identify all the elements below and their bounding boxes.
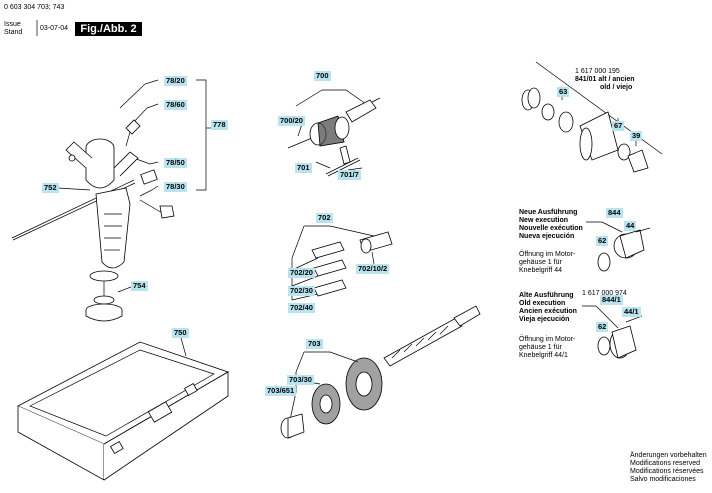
callout-703-651: 703/651 [265, 386, 297, 396]
new-execution-opening-line: Knebelgriff 44 [519, 267, 563, 274]
new-execution-line: New execution [519, 217, 569, 224]
new-execution-line: Nouvelle exécution [519, 225, 583, 232]
callout-78-30: 78/30 [164, 182, 187, 192]
old-execution-line: Alte Ausführung [519, 292, 574, 299]
callout-62-old: 62 [596, 322, 609, 332]
document-number: 0 603 304 703; 743 [4, 4, 65, 11]
chuck-part-number: 1 617 000 195 [575, 68, 620, 75]
stand-label: Stand [4, 29, 23, 36]
callout-63: 63 [557, 87, 570, 97]
callout-778: 778 [211, 120, 228, 130]
callout-752: 752 [42, 183, 59, 193]
chuck-note-line-2: old / viejo [600, 84, 633, 91]
callout-39: 39 [630, 131, 643, 141]
callout-700: 700 [314, 71, 331, 81]
old-execution-line: Old execution [519, 300, 566, 307]
callout-844: 844 [606, 208, 623, 218]
sds-bit-set [291, 225, 393, 301]
callout-754: 754 [131, 281, 148, 291]
callout-67: 67 [612, 121, 625, 131]
callout-844-1: 844/1 [600, 295, 623, 305]
callout-703-30: 703/30 [287, 375, 314, 385]
old-execution-part-number: 1 617 000 974 [582, 290, 627, 297]
callout-702-20: 702/20 [288, 268, 315, 278]
callout-750: 750 [172, 328, 189, 338]
new-execution-line: Neue Ausführung [519, 209, 578, 216]
callout-701-7: 701/7 [338, 170, 361, 180]
callout-44: 44 [624, 221, 637, 231]
callout-702-30: 702/30 [288, 286, 315, 296]
callout-62-new: 62 [596, 236, 609, 246]
callout-701: 701 [295, 163, 312, 173]
new-execution-opening-line: gehäuse 1 für [519, 259, 562, 266]
callout-702-10-2: 702/10/2 [356, 264, 390, 274]
callout-78-20: 78/20 [164, 76, 187, 86]
old-execution-opening-line: gehäuse 1 für [519, 344, 562, 351]
callout-702: 702 [316, 213, 333, 223]
footer-line: Änderungen vorbehalten [630, 452, 707, 459]
chuck-adapter-set [280, 351, 383, 439]
callout-703: 703 [306, 339, 323, 349]
callout-700-20: 700/20 [278, 116, 305, 126]
callout-78-60: 78/60 [164, 100, 187, 110]
new-execution-opening-line: Öffnung im Motor- [519, 251, 576, 258]
sds-chuck-detail [521, 61, 663, 173]
side-handle-assembly [11, 79, 215, 322]
old-execution-opening-line: Öffnung im Motor- [519, 336, 576, 343]
issue-date: 03-07-04 [40, 25, 69, 32]
issue-label: Issue [4, 21, 21, 28]
footer-line: Modifications reserved [630, 460, 701, 467]
new-execution-line: Nueva ejecución [519, 233, 575, 240]
old-execution-line: Vieja ejecución [519, 316, 570, 323]
carrying-case [17, 337, 229, 481]
callout-702-40: 702/40 [288, 303, 315, 313]
old-execution-detail [582, 305, 643, 359]
drill-bit [383, 305, 481, 367]
old-execution-line: Ancien exécution [519, 308, 577, 315]
old-execution-opening-line: Knebelgriff 44/1 [519, 352, 568, 359]
footer-line: Modifications réservées [630, 468, 704, 475]
keyed-chuck-assembly [287, 89, 381, 177]
chuck-note-line-1: 841/01 alt / ancien [575, 76, 635, 83]
callout-78-50: 78/50 [164, 158, 187, 168]
figure-label: Fig./Abb. 2 [75, 22, 142, 36]
callout-44-1: 44/1 [622, 307, 641, 317]
new-execution-detail [586, 221, 651, 272]
footer-line: Salvo modificaciones [630, 476, 696, 483]
